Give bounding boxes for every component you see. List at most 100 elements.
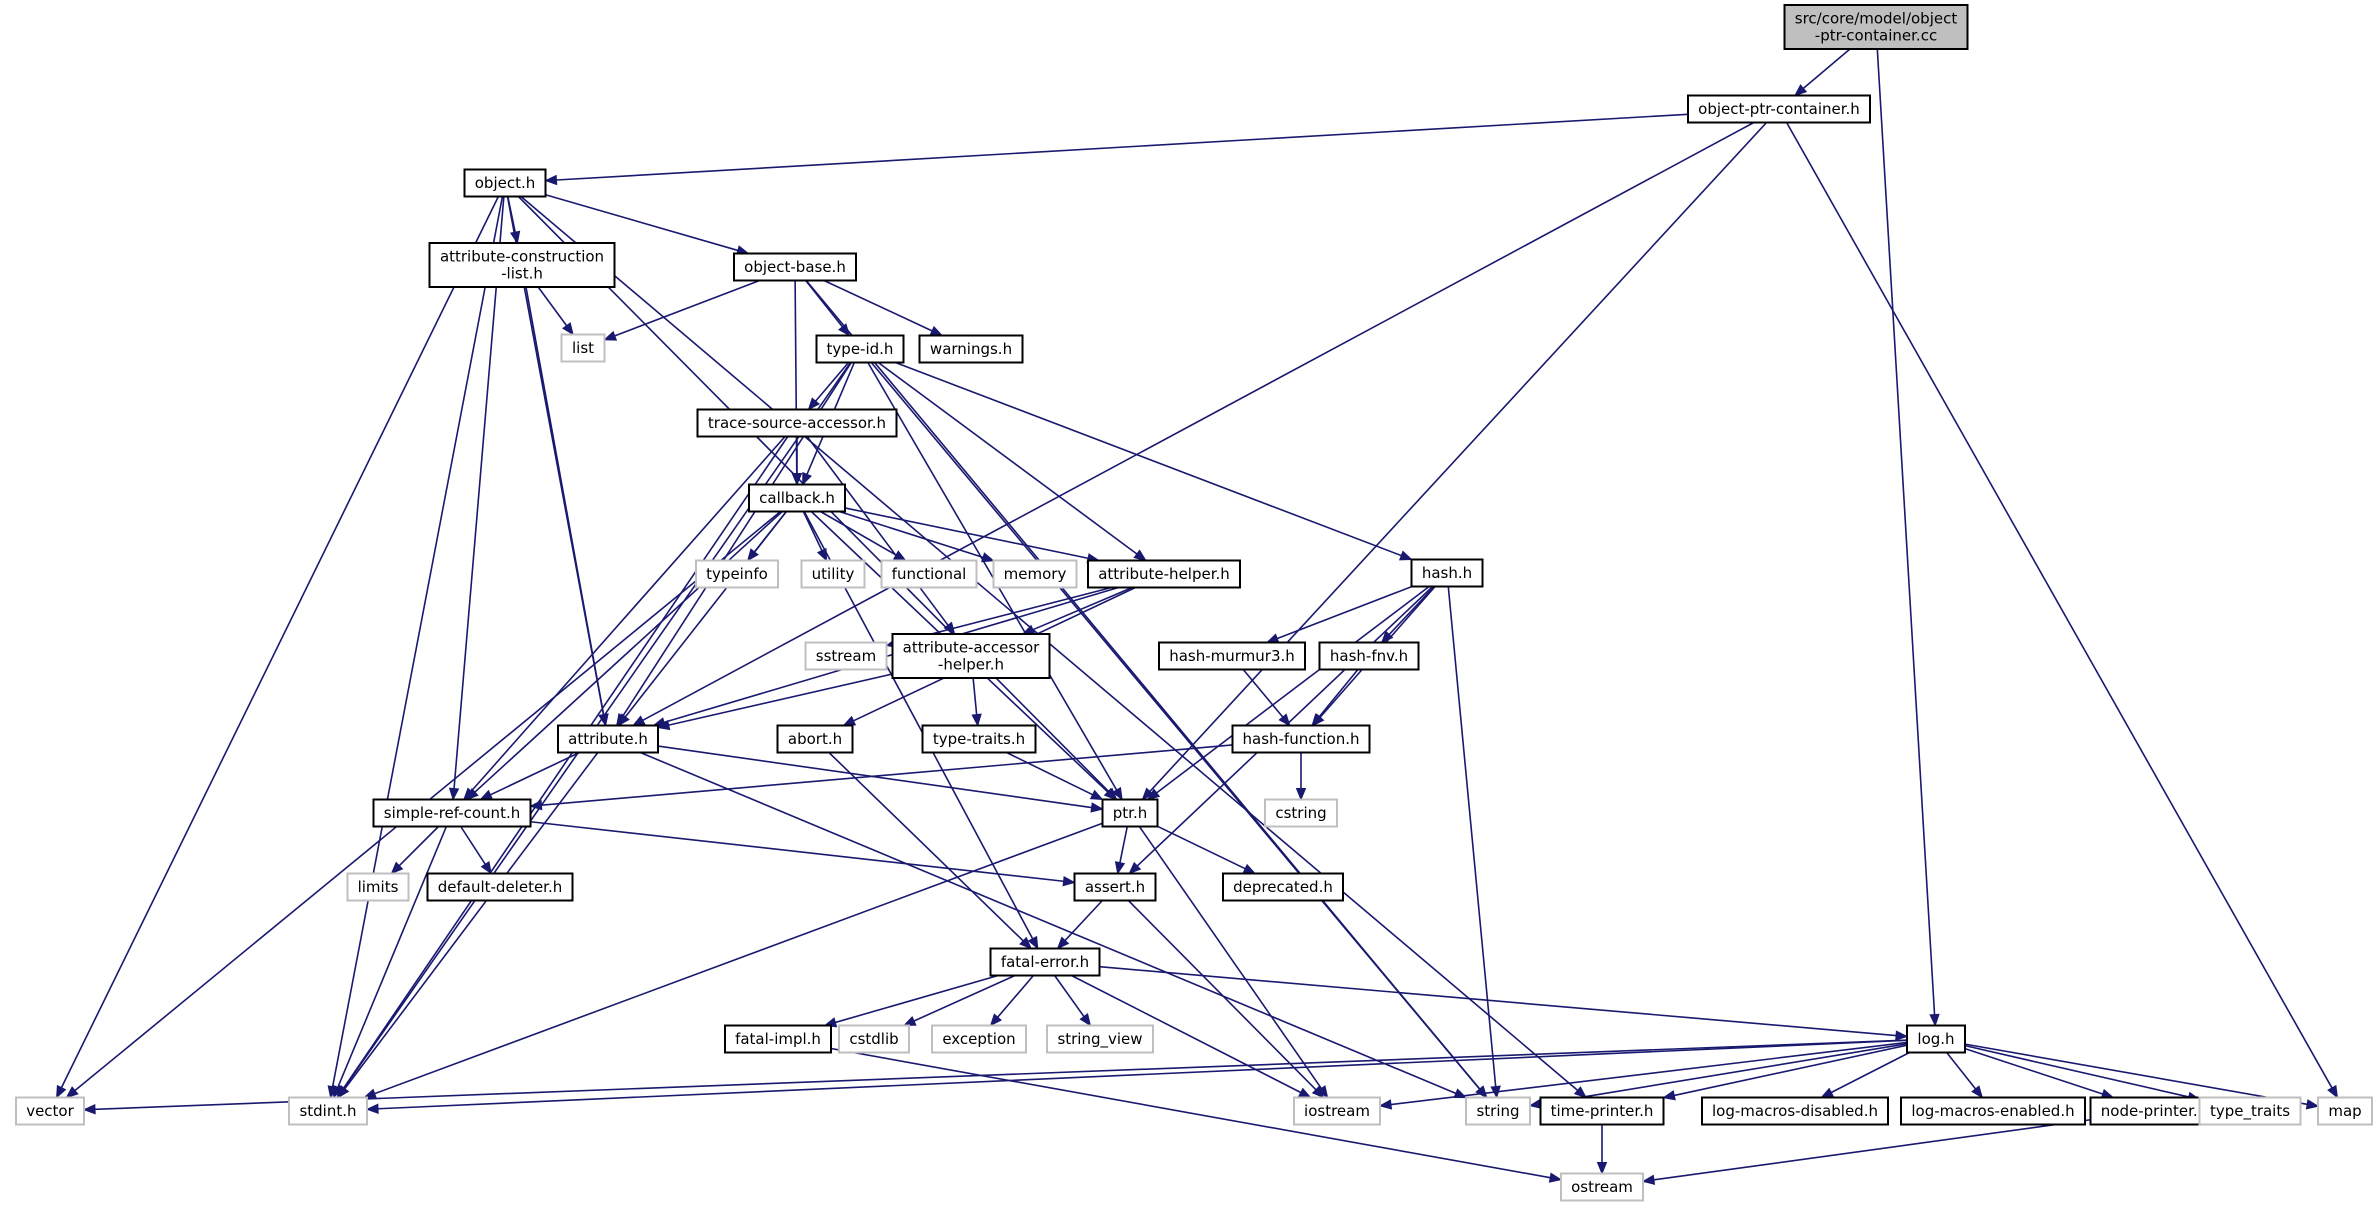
node-simple-ref-count-h[interactable]: simple-ref-count.h xyxy=(372,798,532,828)
node-label: attribute-helper.h xyxy=(1098,565,1230,583)
node-log-macros-disabled-h[interactable]: log-macros-disabled.h xyxy=(1701,1096,1889,1126)
node-object-base-h[interactable]: object-base.h xyxy=(733,252,857,282)
node-abort-h[interactable]: abort.h xyxy=(776,724,854,754)
edge-line xyxy=(541,744,1233,806)
node-label: cstring xyxy=(1275,804,1326,822)
edge-type-id-h-to-trace-source-accessor-h xyxy=(807,361,850,411)
node-object-h[interactable]: object.h xyxy=(463,168,547,198)
node-label: log-macros-enabled.h xyxy=(1911,1102,2074,1120)
node-box xyxy=(1410,558,1484,588)
edge-line xyxy=(1653,1118,2091,1181)
edge-ptr-h-to-assert-h xyxy=(1114,826,1129,875)
node-object-ptr-container-h[interactable]: object-ptr-container.h xyxy=(1687,94,1871,124)
edge-object-ptr-container-h-to-map xyxy=(1785,122,2339,1099)
node-ptr-h[interactable]: ptr.h xyxy=(1101,798,1159,828)
edge-hash-murmur3-h-to-hash-function-h xyxy=(1242,668,1291,727)
edge-line xyxy=(657,745,1092,809)
edge-trace-source-accessor-h-to-callback-h xyxy=(791,436,803,486)
node-hash-murmur3-h[interactable]: hash-murmur3.h xyxy=(1158,641,1306,671)
node-hash-fnv-h[interactable]: hash-fnv.h xyxy=(1318,641,1420,671)
node-label: log-macros-disabled.h xyxy=(1712,1102,1878,1120)
edge-arrowhead xyxy=(82,1104,96,1115)
node-trace-source-accessor-h[interactable]: trace-source-accessor.h xyxy=(696,408,898,438)
edge-attribute-h-to-ptr-h xyxy=(657,745,1104,813)
edge-line xyxy=(1242,668,1284,718)
edge-fatal-impl-h-to-ostream xyxy=(830,1047,1563,1183)
node-map: map xyxy=(2317,1096,2373,1126)
node-type-traits: type_traits xyxy=(2198,1096,2302,1126)
nodes-layer: src/core/model/object-ptr-container.ccob… xyxy=(15,4,2373,1202)
node-label: hash-fnv.h xyxy=(1330,647,1408,665)
node-box xyxy=(1687,94,1871,124)
edge-line xyxy=(1318,668,1359,718)
node-list: list xyxy=(560,333,606,363)
node-box xyxy=(1101,798,1159,828)
edge-arrowhead xyxy=(1378,1099,1393,1110)
edge-arrowhead xyxy=(480,860,492,875)
node-label: ptr.h xyxy=(1113,804,1147,822)
edge-arrowhead xyxy=(1090,802,1104,813)
node-time-printer-h[interactable]: time-printer.h xyxy=(1539,1096,1665,1126)
node-assert-h[interactable]: assert.h xyxy=(1073,872,1157,902)
edge-arrowhead xyxy=(1548,1172,1563,1183)
node-box xyxy=(2198,1096,2302,1126)
node-label: src/core/model/object xyxy=(1795,9,1958,27)
edge-arrowhead xyxy=(980,552,995,563)
node-label: attribute.h xyxy=(568,730,648,748)
node-warnings-h[interactable]: warnings.h xyxy=(918,334,1024,364)
node-box xyxy=(1539,1096,1665,1126)
node-type-traits-h[interactable]: type-traits.h xyxy=(921,724,1037,754)
edge-hash-function-h-to-cstring xyxy=(1295,752,1307,801)
edge-arrowhead xyxy=(2305,1099,2320,1110)
edge-callback-h-to-memory xyxy=(839,510,995,563)
edge-fatal-error-h-to-exception xyxy=(989,974,1035,1027)
node-hash-h[interactable]: hash.h xyxy=(1410,558,1484,588)
node-box xyxy=(815,334,905,364)
edge-line xyxy=(1053,975,1085,1018)
node-attribute-construction-list-h[interactable]: attribute-construction-list.h xyxy=(428,242,616,288)
edge-object-ptr-container-h-to-object-h xyxy=(544,113,1689,186)
node-fatal-error-h[interactable]: fatal-error.h xyxy=(989,947,1101,977)
edge-arrowhead xyxy=(56,1084,67,1099)
node-fatal-impl-h[interactable]: fatal-impl.h xyxy=(724,1024,832,1054)
node-label: deprecated.h xyxy=(1233,878,1333,896)
node-log-h[interactable]: log.h xyxy=(1906,1024,1966,1054)
node-attribute-accessor-helper-h[interactable]: attribute-accessor-helper.h xyxy=(891,633,1051,679)
edge-arrowhead xyxy=(529,799,543,811)
node-box xyxy=(733,252,857,282)
node-sstream: sstream xyxy=(804,641,888,671)
node-box xyxy=(776,724,854,754)
node-typeinfo: typeinfo xyxy=(695,559,779,589)
node-attribute-helper-h[interactable]: attribute-helper.h xyxy=(1087,559,1241,589)
edge-attribute-h-to-simple-ref-count-h xyxy=(479,751,580,801)
edge-arrowhead xyxy=(816,547,828,562)
node-node-printer-h[interactable]: node-printer.h xyxy=(2089,1096,2219,1126)
node-box xyxy=(1900,1096,2086,1126)
edge-line xyxy=(870,361,1481,1090)
edge-line xyxy=(1447,586,1497,1087)
node-type-id-h[interactable]: type-id.h xyxy=(815,334,905,364)
node-box xyxy=(1318,641,1420,671)
node-hash-function-h[interactable]: hash-function.h xyxy=(1231,724,1371,754)
edge-hash-function-h-to-simple-ref-count-h xyxy=(529,744,1233,811)
edge-line xyxy=(1276,585,1413,640)
node-label: cstdlib xyxy=(849,1030,898,1048)
edge-arrowhead xyxy=(1027,935,1039,950)
node-attribute-h[interactable]: attribute.h xyxy=(557,724,659,754)
edge-object-h-to-vector xyxy=(56,196,500,1099)
edge-type-traits-h-to-ptr-h xyxy=(1006,751,1104,801)
node-deprecated-h[interactable]: deprecated.h xyxy=(1222,872,1344,902)
edge-arrowhead xyxy=(390,861,404,875)
node-log-macros-enabled-h[interactable]: log-macros-enabled.h xyxy=(1900,1096,2086,1126)
node-default-deleter-h[interactable]: default-deleter.h xyxy=(426,872,574,902)
edge-line xyxy=(1964,1043,2308,1106)
node-label: default-deleter.h xyxy=(438,878,563,896)
node-stdint-h: stdint.h xyxy=(288,1096,368,1126)
node-callback-h[interactable]: callback.h xyxy=(748,483,846,513)
edge-arrowhead xyxy=(598,713,609,727)
edge-object-base-h-to-list xyxy=(603,279,760,341)
node-box xyxy=(800,559,866,589)
edge-line xyxy=(1127,899,1317,1091)
node-string: string xyxy=(1465,1096,1531,1126)
